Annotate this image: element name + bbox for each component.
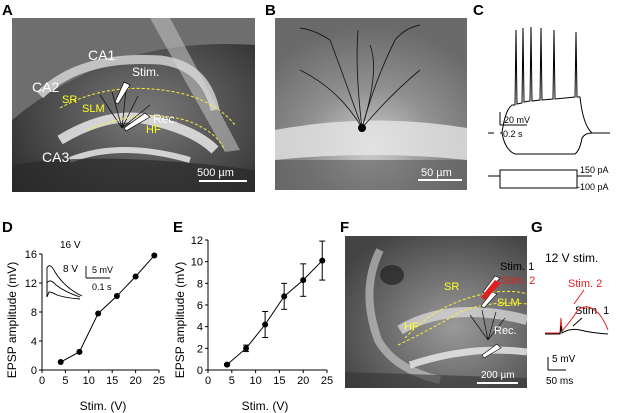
f-rec: Rec. (494, 325, 517, 337)
d-x-tick-label: 0 (39, 375, 45, 387)
e-y-tick-label: 12 (191, 235, 203, 247)
f-scale: 200 µm (481, 370, 515, 381)
panel-label-a: A (2, 2, 13, 19)
d-data-point (57, 359, 64, 366)
e-y-tick-label: 0 (197, 365, 203, 377)
d-inset-8v: 8 V (63, 264, 78, 275)
stim2-electrode-f (481, 280, 501, 300)
panel-label-e: E (173, 219, 183, 236)
region-ca1: CA1 (88, 47, 115, 63)
e-y-tick-label: 6 (197, 300, 203, 312)
d-data-point (95, 310, 102, 317)
e-ylabel: EPSP amplitude (mV) (173, 262, 187, 379)
stim-label-a: Stim. (132, 65, 159, 79)
g-scale-v: 5 mV (552, 354, 576, 365)
c-current-lo: -100 pA (577, 182, 609, 192)
e-data-point (224, 361, 231, 368)
g-stim1: Stim. 1 (575, 305, 609, 317)
e-x-tick-label: 5 (229, 375, 235, 387)
f-hf: HF (404, 321, 419, 333)
e-data-point (300, 277, 307, 284)
d-x-tick-label: 20 (129, 375, 141, 387)
region-ca2: CA2 (32, 79, 59, 95)
d-x-tick-label: 15 (106, 375, 118, 387)
d-y-tick-label: 0 (31, 365, 37, 377)
panel-b-micrograph (275, 18, 467, 190)
c-scale-t: 0.2 s (503, 129, 523, 139)
d-series-line (60, 255, 155, 363)
e-y-tick-label: 8 (197, 278, 203, 290)
d-inset-traces (46, 265, 110, 300)
d-inset-t: 0.1 s (92, 282, 112, 292)
chart-e: 0 5 10 15 20 25 0 2 4 6 8 10 12 (191, 235, 333, 387)
panel-label-f: F (340, 219, 349, 236)
e-xlabel: Stim. (V) (242, 399, 289, 413)
e-y-tick-label: 2 (197, 343, 203, 355)
g-stim2: Stim. 2 (568, 278, 602, 290)
f-stim1: Stim. 1 (500, 261, 534, 273)
e-x-tick-label: 0 (205, 375, 211, 387)
e-data-point (262, 321, 269, 328)
layer-sr-a: SR (62, 94, 77, 106)
d-x-tick-label: 25 (153, 375, 165, 387)
d-xlabel: Stim. (V) (80, 399, 127, 413)
d-data-point (132, 273, 139, 280)
panel-f-micrograph (345, 236, 529, 388)
chart-d: 0 5 10 15 20 25 0 4 8 12 16 (25, 249, 165, 387)
layer-slm-a: SLM (82, 103, 105, 115)
d-ylabel: EPSP amplitude (mV) (5, 262, 19, 379)
panel-label-d: D (2, 219, 13, 236)
e-x-tick-label: 25 (321, 375, 333, 387)
scale-label-a: 500 µm (197, 167, 234, 179)
rec-electrode-a (123, 112, 151, 132)
panel-label-b: B (265, 2, 276, 19)
g-scale-t: 50 ms (546, 376, 573, 387)
panel-a-micrograph (12, 18, 255, 192)
d-inset-v: 5 mV (92, 265, 113, 275)
rec-label-a: Rec. (153, 112, 178, 126)
e-x-tick-label: 15 (273, 375, 285, 387)
panel-c-traces (488, 26, 610, 189)
stim-electrode-a (114, 81, 131, 105)
e-y-tick-label: 4 (197, 322, 203, 334)
e-x-tick-label: 20 (297, 375, 309, 387)
scale-label-b: 50 µm (421, 167, 452, 179)
d-data-point (113, 293, 120, 300)
panel-label-g: G (531, 219, 543, 236)
e-x-tick-label: 10 (249, 375, 261, 387)
d-y-tick-label: 8 (31, 307, 37, 319)
d-inset-16v: 16 V (60, 240, 81, 251)
g-traces (545, 289, 609, 371)
c-scale-v: 20 mV (504, 115, 530, 125)
e-y-tick-label: 10 (191, 257, 203, 269)
d-data-point (76, 348, 83, 355)
f-slm: SLM (497, 297, 520, 309)
d-data-point (151, 252, 158, 259)
d-y-tick-label: 16 (25, 249, 37, 261)
e-data-point (319, 257, 326, 264)
f-stim2: Stim. 2 (501, 275, 535, 287)
region-ca3: CA3 (42, 149, 69, 165)
c-current-hi: 150 pA (580, 165, 609, 175)
e-data-point (281, 293, 288, 300)
e-series-line (226, 260, 323, 365)
e-data-point (243, 345, 250, 352)
d-x-tick-label: 10 (83, 375, 95, 387)
f-sr: SR (444, 281, 459, 293)
panel-label-c: C (473, 2, 484, 19)
d-x-tick-label: 5 (62, 375, 68, 387)
d-y-tick-label: 4 (31, 336, 37, 348)
g-title: 12 V stim. (545, 251, 598, 265)
d-y-tick-label: 12 (25, 278, 37, 290)
layer-hf-a: HF (146, 124, 161, 136)
